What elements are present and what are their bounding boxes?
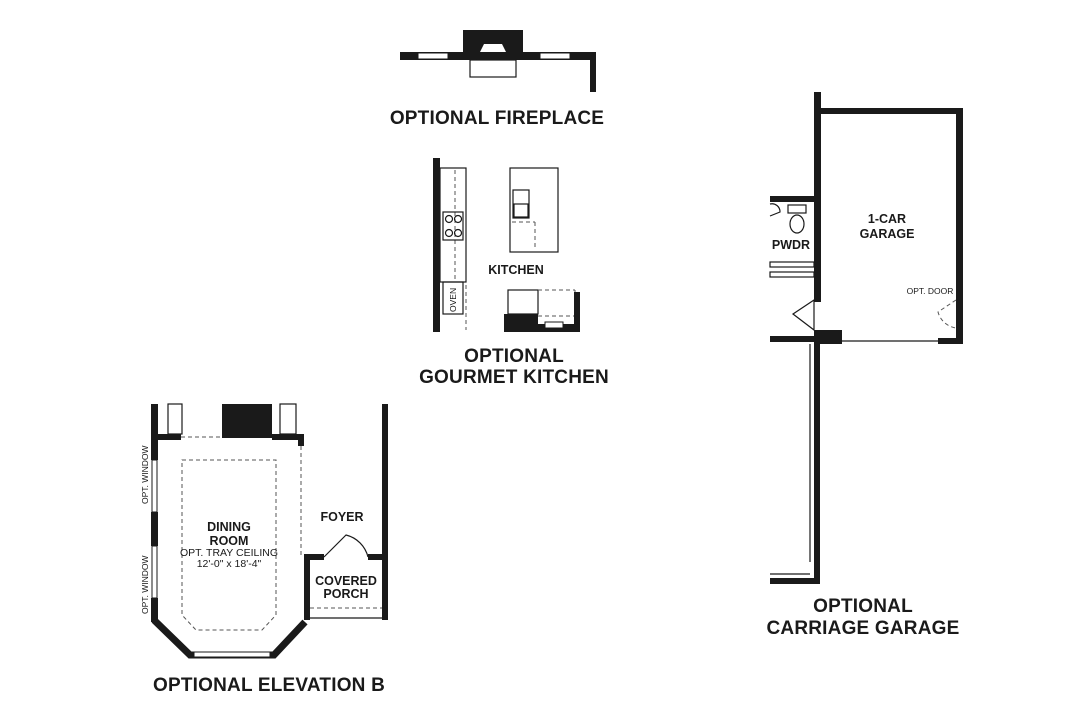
porch-line1: COVERED [315,574,377,588]
kitchen-drawing: OVEN [433,158,580,332]
garage-line1: 1-CAR [868,212,906,226]
garage-title-line1: OPTIONAL [813,596,913,617]
porch-line2: PORCH [323,587,368,601]
foyer-label: FOYER [320,510,363,524]
opt-window-lower: OPT. WINDOW [140,555,150,614]
fireplace-title: OPTIONAL FIREPLACE [390,108,604,129]
garage-title-line2: CARRIAGE GARAGE [766,618,959,639]
kitchen-title-line1: OPTIONAL [464,346,564,367]
tray-ceiling-label: OPT. TRAY CEILING [180,547,278,559]
elevation-title: OPTIONAL ELEVATION B [153,675,385,696]
kitchen-room-label: KITCHEN [488,263,544,277]
garage-line2: GARAGE [860,227,915,241]
opt-window-upper: OPT. WINDOW [140,445,150,504]
opt-door-label: OPT. DOOR [907,286,954,296]
kitchen-title-line2: GOURMET KITCHEN [419,367,609,388]
fireplace-drawing [400,30,596,92]
dining-dimensions: 12'-0" x 18'-4" [197,558,262,570]
oven-label: OVEN [448,288,458,312]
dining-room-line2: ROOM [210,534,249,548]
dining-room-line1: DINING [207,520,251,534]
elevation-drawing: OPT. WINDOW OPT. WINDOW [140,403,388,659]
garage-drawing [769,92,963,584]
powder-label: PWDR [772,238,810,252]
